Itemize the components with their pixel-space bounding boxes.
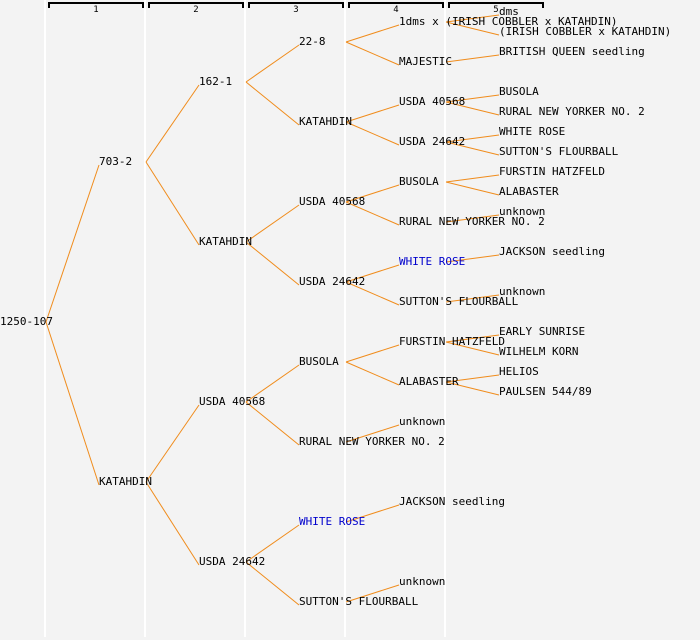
pedigree-node: PAULSEN 544/89	[499, 385, 592, 398]
pedigree-node: BUSOLA	[399, 175, 439, 188]
pedigree-node: 703-2	[99, 155, 133, 168]
pedigree-node: USDA 40568	[299, 195, 366, 208]
pedigree-edge	[345, 344, 400, 363]
pedigree-node: unknown	[499, 205, 546, 218]
pedigree-edge	[445, 94, 500, 103]
pedigree-edge	[345, 24, 400, 43]
pedigree-edge	[145, 481, 200, 566]
pedigree-edge	[245, 561, 300, 606]
pedigree-edge	[445, 374, 500, 383]
pedigree-node: RURAL NEW YORKER NO. 2	[299, 435, 445, 448]
pedigree-node: unknown	[399, 415, 446, 428]
generation-header-label: 5	[493, 5, 499, 15]
pedigree-node: BUSOLA	[499, 85, 539, 98]
pedigree-edge	[345, 264, 400, 283]
pedigree-edge	[245, 524, 300, 563]
pedigree-edge	[345, 584, 400, 603]
generation-header: 2	[148, 2, 244, 15]
pedigree-node: WILHELM KORN	[499, 345, 579, 358]
generation-header-label: 4	[393, 5, 399, 15]
pedigree-edge	[45, 321, 100, 486]
pedigree-edge	[345, 504, 400, 523]
pedigree-node: ALABASTER	[399, 375, 459, 388]
pedigree-edge	[245, 81, 300, 126]
pedigree-node: KATAHDIN	[199, 235, 252, 248]
pedigree-edge	[445, 174, 500, 183]
pedigree-node: USDA 24642	[399, 135, 466, 148]
pedigree-edge	[145, 161, 200, 246]
generation-header: 4	[348, 2, 444, 15]
pedigree-node: WHITE ROSE	[499, 125, 566, 138]
generation-header-label: 2	[193, 5, 199, 15]
pedigree-node: FURSTIN HATZFELD	[399, 335, 505, 348]
pedigree-edge	[445, 181, 500, 196]
pedigree-node: EARLY SUNRISE	[499, 325, 586, 338]
pedigree-edge	[245, 401, 300, 446]
pedigree-node: 1250-107	[0, 315, 53, 328]
pedigree-edge	[345, 361, 400, 386]
pedigree-node: BRITISH QUEEN seedling	[499, 45, 645, 58]
generation-header: 3	[248, 2, 344, 15]
pedigree-node: 162-1	[199, 75, 233, 88]
pedigree-edge	[245, 204, 300, 243]
pedigree-node: SUTTON'S FLOURBALL	[499, 145, 619, 158]
generation-header-label: 1	[93, 5, 99, 15]
pedigree-node: MAJESTIC	[399, 55, 452, 68]
pedigree-node: (IRISH COBBLER x KATAHDIN)	[499, 25, 672, 38]
pedigree-node: KATAHDIN	[299, 115, 352, 128]
pedigree-edge	[445, 21, 500, 36]
pedigree-edge	[345, 281, 400, 306]
pedigree-node: 22-8	[299, 35, 326, 48]
pedigree-node-link[interactable]: WHITE ROSE	[299, 515, 366, 528]
generation-header: 5	[448, 2, 544, 15]
pedigree-edge	[245, 241, 300, 286]
pedigree-edge	[445, 54, 500, 63]
pedigree-edge	[45, 164, 100, 323]
pedigree-node: BUSOLA	[299, 355, 339, 368]
pedigree-node-link[interactable]: WHITE ROSE	[399, 255, 466, 268]
pedigree-node: JACKSON seedling	[499, 245, 605, 258]
pedigree-edge	[445, 341, 500, 356]
pedigree-edge	[345, 424, 400, 443]
pedigree-node: JACKSON seedling	[399, 495, 505, 508]
pedigree-edge	[445, 101, 500, 116]
pedigree-edge	[345, 121, 400, 146]
pedigree-node: RURAL NEW YORKER NO. 2	[399, 215, 545, 228]
pedigree-edge	[445, 294, 500, 303]
pedigree-edge	[445, 134, 500, 143]
pedigree-edge	[445, 254, 500, 263]
pedigree-edge	[445, 214, 500, 223]
pedigree-node: dms	[499, 5, 519, 18]
pedigree-node: FURSTIN HATZFELD	[499, 165, 605, 178]
pedigree-node: USDA 40568	[199, 395, 266, 408]
pedigree-edge	[445, 381, 500, 396]
pedigree-node: HELIOS	[499, 365, 539, 378]
pedigree-node: unknown	[399, 575, 446, 588]
pedigree-node: SUTTON'S FLOURBALL	[399, 295, 519, 308]
pedigree-edge	[345, 201, 400, 226]
pedigree-node: KATAHDIN	[99, 475, 152, 488]
pedigree-edge	[145, 84, 200, 163]
pedigree-node: 1dms x (IRISH COBBLER x KATAHDIN)	[399, 15, 618, 28]
generation-header: 1	[48, 2, 144, 15]
pedigree-node: RURAL NEW YORKER NO. 2	[499, 105, 645, 118]
pedigree-edge	[445, 14, 500, 23]
pedigree-node: USDA 24642	[299, 275, 366, 288]
generation-header-label: 3	[293, 5, 299, 15]
pedigree-edge	[145, 404, 200, 483]
pedigree-edge	[245, 44, 300, 83]
pedigree-edge	[345, 104, 400, 123]
pedigree-edge	[345, 41, 400, 66]
pedigree-edge	[445, 334, 500, 343]
pedigree-node: USDA 40568	[399, 95, 466, 108]
pedigree-node: unknown	[499, 285, 546, 298]
pedigree-edge	[345, 184, 400, 203]
pedigree-edge	[245, 364, 300, 403]
pedigree-edge	[445, 141, 500, 156]
pedigree-node: ALABASTER	[499, 185, 559, 198]
pedigree-node: USDA 24642	[199, 555, 266, 568]
pedigree-node: SUTTON'S FLOURBALL	[299, 595, 419, 608]
